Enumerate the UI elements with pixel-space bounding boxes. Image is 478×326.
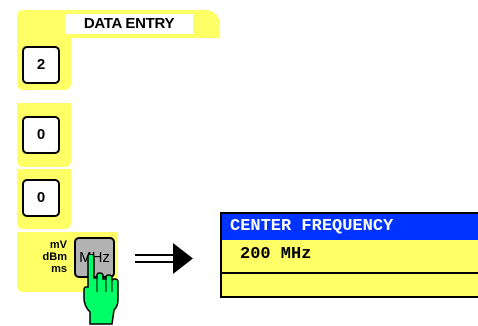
key-block-3: 0 xyxy=(17,169,71,229)
data-entry-header: DATA ENTRY xyxy=(17,10,220,38)
center-frequency-display: CENTER FREQUENCY 200 MHz xyxy=(220,212,478,298)
center-frequency-title: CENTER FREQUENCY xyxy=(222,214,478,240)
digit-key-0-second[interactable]: 0 xyxy=(22,179,60,217)
right-arrow-icon xyxy=(135,243,193,274)
data-entry-title: DATA ENTRY xyxy=(65,14,193,34)
unit-label-ms: ms xyxy=(51,263,67,275)
unit-labels: mV dBm ms xyxy=(27,239,67,275)
unit-label-dbm: dBm xyxy=(42,251,67,263)
digit-key-2[interactable]: 2 xyxy=(22,46,60,84)
digit-key-0[interactable]: 0 xyxy=(22,116,60,154)
pointing-hand-icon xyxy=(83,254,119,325)
key-block-1: 2 xyxy=(17,38,71,90)
unit-label-mv: mV xyxy=(49,239,67,251)
key-block-2: 0 xyxy=(17,103,71,167)
center-frequency-value: 200 MHz xyxy=(222,240,478,274)
